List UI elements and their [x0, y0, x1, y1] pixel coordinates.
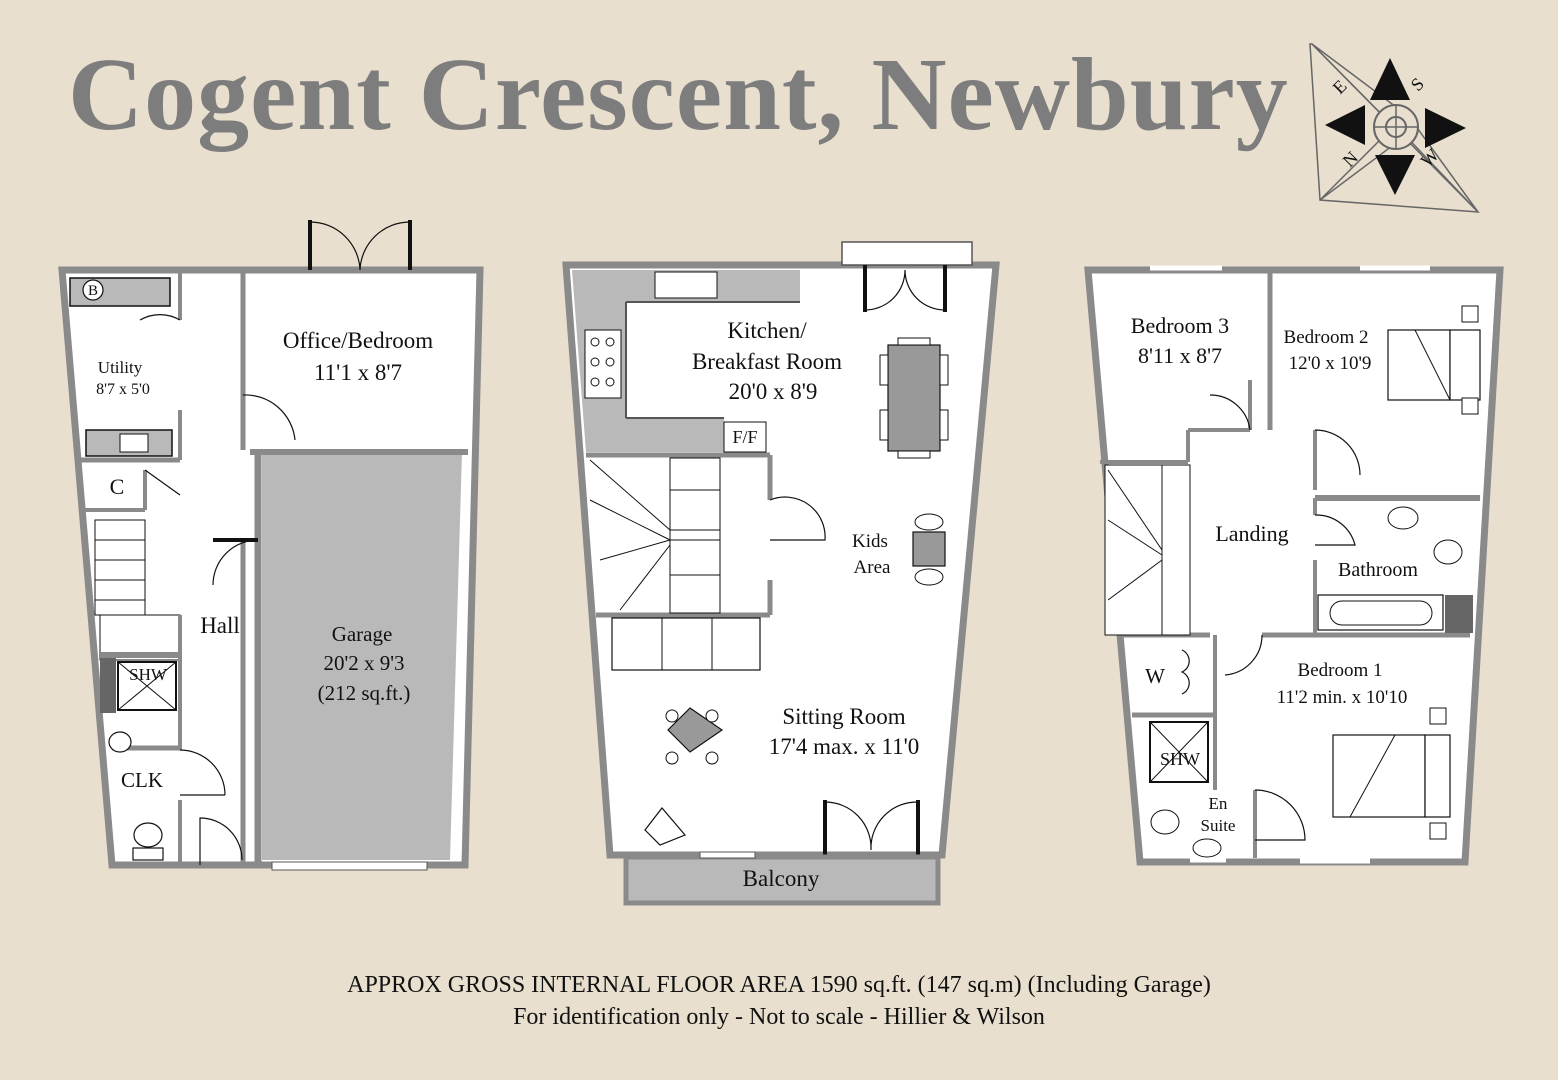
ensuite-label-2: Suite — [1201, 816, 1236, 835]
sitting-room-label: Sitting Room — [782, 704, 905, 729]
compass-icon: N E S W — [1309, 43, 1480, 213]
ground-floor-labels: B Utility 8'7 x 5'0 C Hall SHW CLK Offic… — [88, 283, 433, 792]
bedroom-2-label: Bedroom 2 — [1284, 327, 1369, 348]
cloakroom-label: CLK — [121, 768, 163, 792]
kids-label-2: Area — [854, 557, 891, 578]
plan-title: Cogent Crescent, Newbury — [68, 37, 1289, 152]
cupboard-label: C — [110, 474, 125, 499]
bedroom-1-label: Bedroom 1 — [1298, 660, 1383, 681]
compass-s: S — [1407, 74, 1428, 95]
boiler-label: B — [88, 283, 98, 299]
first-floor — [562, 241, 1000, 906]
office-label: Office/Bedroom — [283, 328, 433, 353]
kids-label: Kids — [852, 531, 888, 552]
balcony-label: Balcony — [743, 866, 820, 891]
compass-n: N — [1339, 147, 1362, 170]
compass-w: W — [1417, 145, 1443, 171]
landing-label: Landing — [1215, 521, 1288, 546]
ensuite-shower-label: SHW — [1160, 749, 1200, 769]
bedroom-3-label: Bedroom 3 — [1131, 313, 1229, 338]
second-floor — [1084, 265, 1504, 866]
ground-shower-label: SHW — [129, 665, 168, 684]
first-floor-labels: Kitchen/ Breakfast Room 20'0 x 8'9 F/F K… — [692, 318, 919, 891]
garage-dimensions: 20'2 x 9'3 — [323, 651, 404, 675]
bedroom-2-dimensions: 12'0 x 10'9 — [1289, 353, 1372, 374]
fridge-freezer-label: F/F — [732, 427, 757, 447]
bathroom-label: Bathroom — [1338, 559, 1418, 581]
bedroom-1-dimensions: 11'2 min. x 10'10 — [1277, 687, 1408, 708]
sitting-room-dimensions: 17'4 max. x 11'0 — [769, 734, 920, 759]
garage-label: Garage — [332, 622, 393, 646]
second-floor-labels: Bedroom 3 8'11 x 8'7 Bedroom 2 12'0 x 10… — [1131, 313, 1419, 835]
garage-area: (212 sq.ft.) — [318, 681, 411, 705]
wardrobe-label: W — [1145, 664, 1165, 688]
disclaimer-note: For identification only - Not to scale -… — [513, 1004, 1045, 1030]
bedroom-3-dimensions: 8'11 x 8'7 — [1138, 343, 1222, 368]
floor-area-note: APPROX GROSS INTERNAL FLOOR AREA 1590 sq… — [347, 972, 1211, 998]
ensuite-label: En — [1209, 794, 1228, 813]
kitchen-label: Kitchen/ — [727, 318, 807, 343]
kitchen-label-2: Breakfast Room — [692, 349, 842, 374]
office-dimensions: 11'1 x 8'7 — [314, 360, 402, 385]
utility-dimensions: 8'7 x 5'0 — [96, 381, 150, 398]
utility-label: Utility — [98, 358, 143, 377]
hall-label: Hall — [200, 613, 240, 638]
kitchen-dimensions: 20'0 x 8'9 — [729, 379, 818, 404]
ground-floor — [58, 220, 484, 871]
garage-fill — [262, 452, 462, 860]
